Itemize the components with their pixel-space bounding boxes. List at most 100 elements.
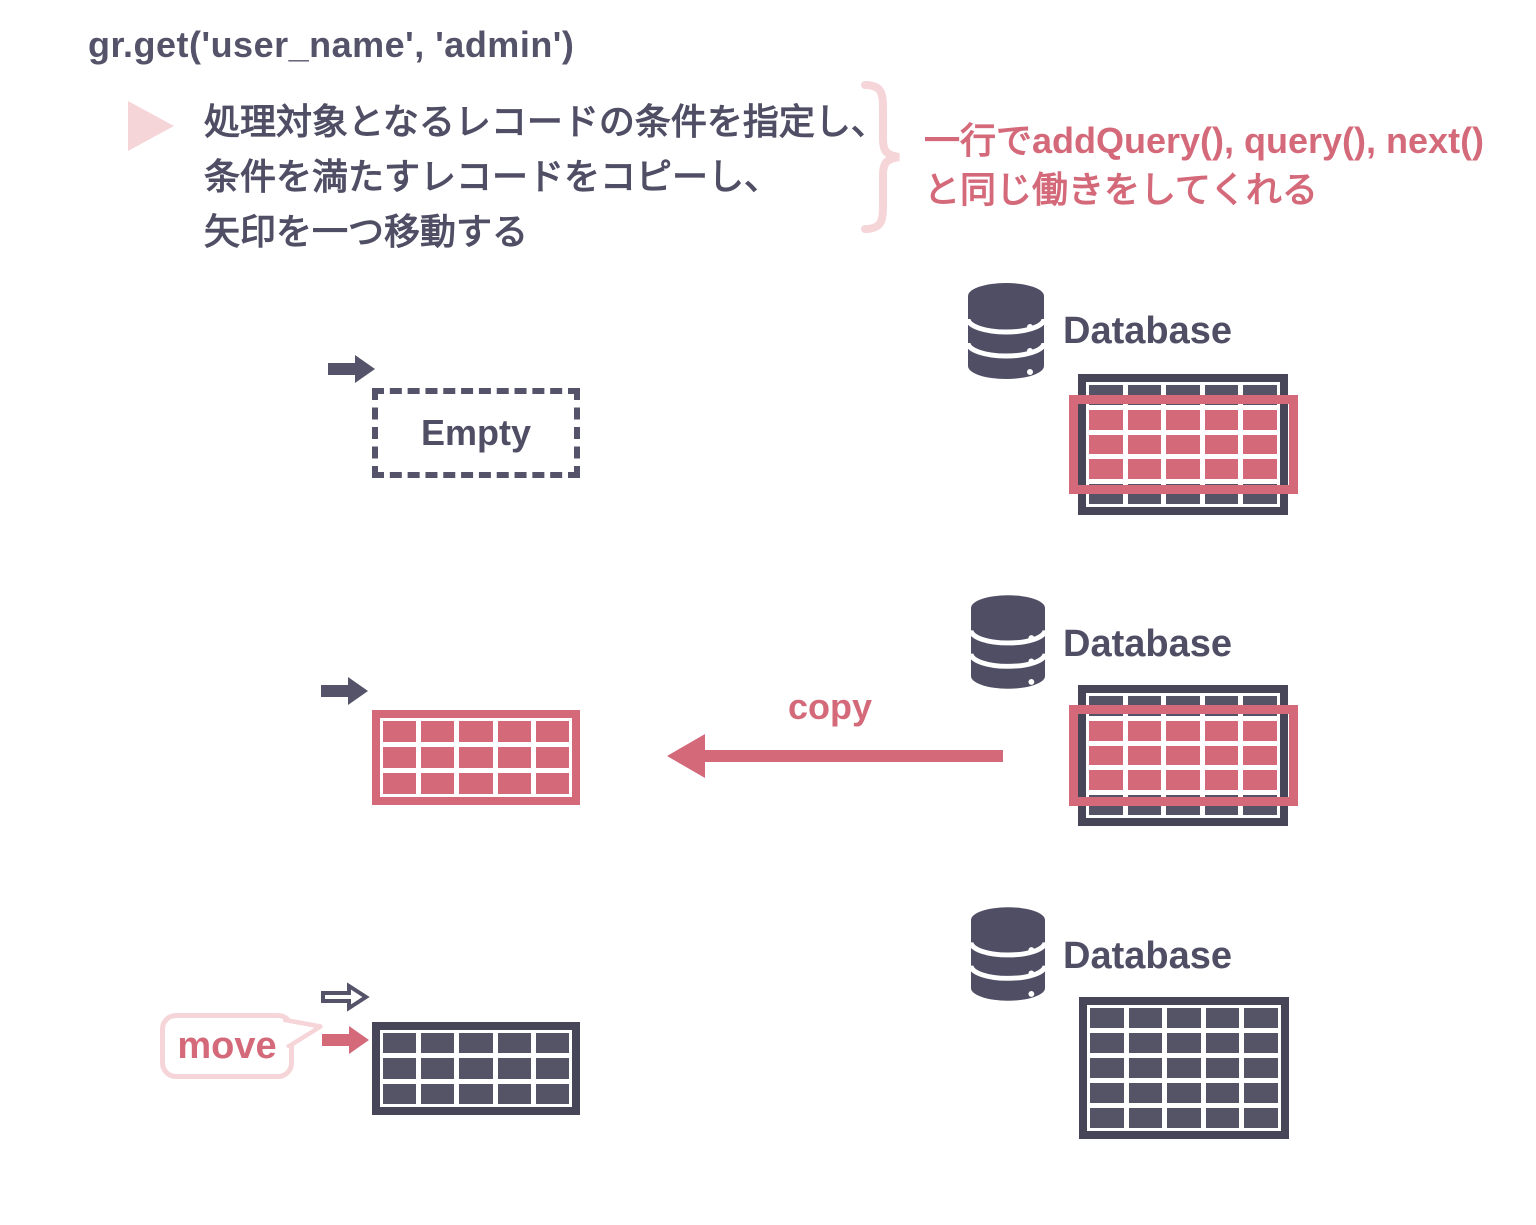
move-label: move	[177, 1024, 277, 1067]
note-line-1: 一行でaddQuery(), query(), next()	[924, 120, 1485, 161]
table-cell	[421, 747, 455, 768]
table-cell	[497, 721, 531, 742]
table-cell	[1205, 1108, 1240, 1128]
table-cell	[1204, 434, 1239, 455]
table-cell	[1244, 1058, 1278, 1078]
table-cell	[535, 1033, 569, 1054]
table-cell	[383, 773, 417, 794]
table-cell	[535, 747, 569, 768]
table-cell	[1166, 770, 1200, 791]
curly-brace-icon	[861, 81, 900, 233]
table-cell	[1204, 720, 1239, 741]
empty-label: Empty	[420, 412, 532, 453]
table-cell	[1167, 1008, 1201, 1028]
table-cell	[1244, 1033, 1278, 1053]
move-speech-bubble: move	[160, 1013, 294, 1079]
table-cell	[1166, 459, 1200, 480]
table-cell	[1204, 459, 1239, 480]
selection-highlight-step2	[1069, 705, 1298, 806]
table-cell	[1205, 1008, 1240, 1028]
table-cell	[535, 773, 569, 794]
database-icon	[968, 283, 1044, 379]
table-cell	[1204, 745, 1239, 766]
table-cell	[1128, 1008, 1163, 1028]
table-cell	[1090, 1008, 1124, 1028]
arrow-left-long-icon	[667, 734, 1003, 778]
table-cell	[1167, 1083, 1201, 1103]
table-cell	[1244, 1108, 1278, 1128]
table-cell	[1167, 1033, 1201, 1053]
table-cell	[1090, 1058, 1124, 1078]
table-cell	[459, 773, 493, 794]
table-cell	[1243, 434, 1277, 455]
table-cell	[459, 1083, 493, 1104]
table-cell	[459, 1033, 493, 1054]
description-line-1: 処理対象となるレコードの条件を指定し、	[204, 101, 887, 142]
note-text: 一行でaddQuery(), query(), next() と同じ働きをしてく…	[924, 116, 1484, 214]
table-cell	[497, 747, 531, 768]
database-table-step3	[1079, 997, 1289, 1139]
selection-highlight-step1	[1069, 395, 1298, 494]
table-cell	[1166, 434, 1200, 455]
table-cell	[1089, 720, 1123, 741]
table-cell	[1205, 1033, 1240, 1053]
table-cell	[1089, 770, 1123, 791]
arrow-right-icon	[328, 355, 375, 383]
table-cell	[1166, 720, 1200, 741]
code-snippet: gr.get('user_name', 'admin')	[88, 24, 575, 65]
table-cell	[421, 1033, 455, 1054]
description-line-3: 矢印を一つ移動する	[204, 211, 529, 252]
table-cell	[459, 747, 493, 768]
table-cell	[1166, 745, 1200, 766]
table-cell	[1089, 745, 1123, 766]
table-cell	[383, 721, 417, 742]
arrow-right-icon	[322, 1026, 369, 1054]
table-cell	[497, 1033, 531, 1054]
table-cell	[535, 721, 569, 742]
table-cell	[1127, 409, 1162, 430]
note-line-2: と同じ働きをしてくれる	[924, 169, 1318, 210]
table-cell	[1167, 1108, 1201, 1128]
table-cell	[1244, 1083, 1278, 1103]
table-cell	[1243, 720, 1277, 741]
table-cell	[421, 721, 455, 742]
table-cell	[1127, 720, 1162, 741]
table-cell	[1127, 459, 1162, 480]
database-label: Database	[1063, 623, 1232, 665]
table-cell	[1089, 434, 1123, 455]
table-cell	[1090, 1033, 1124, 1053]
table-cell	[1244, 1008, 1278, 1028]
table-cell	[421, 1083, 455, 1104]
table-cell	[1243, 409, 1277, 430]
table-cell	[1128, 1058, 1163, 1078]
copy-label: copy	[788, 686, 873, 727]
description-line-2: 条件を満たすレコードをコピーし、	[204, 156, 781, 197]
table-cell	[383, 1058, 417, 1079]
copied-record-table	[372, 710, 580, 805]
table-cell	[535, 1058, 569, 1079]
table-cell	[1090, 1083, 1124, 1103]
table-cell	[1089, 459, 1123, 480]
table-cell	[1128, 1033, 1163, 1053]
triangle-right-icon	[128, 101, 174, 151]
table-cell	[1127, 434, 1162, 455]
database-label: Database	[1063, 310, 1232, 352]
database-icon-card	[950, 890, 1066, 1018]
table-cell	[535, 1083, 569, 1104]
moved-record-table	[372, 1022, 580, 1115]
table-cell	[497, 1083, 531, 1104]
table-cell	[383, 1083, 417, 1104]
table-cell	[1243, 770, 1277, 791]
table-cell	[1128, 1083, 1163, 1103]
database-icon-card	[950, 578, 1066, 706]
description-text: 処理対象となるレコードの条件を指定し、 条件を満たすレコードをコピーし、 矢印を…	[204, 94, 887, 259]
database-label: Database	[1063, 935, 1232, 977]
database-icon	[971, 907, 1045, 1001]
speech-bubble-tail-icon	[282, 1017, 323, 1049]
table-cell	[1204, 770, 1239, 791]
table-cell	[459, 1058, 493, 1079]
table-cell	[1127, 745, 1162, 766]
arrow-right-outline-icon	[321, 982, 370, 1012]
table-cell	[421, 773, 455, 794]
